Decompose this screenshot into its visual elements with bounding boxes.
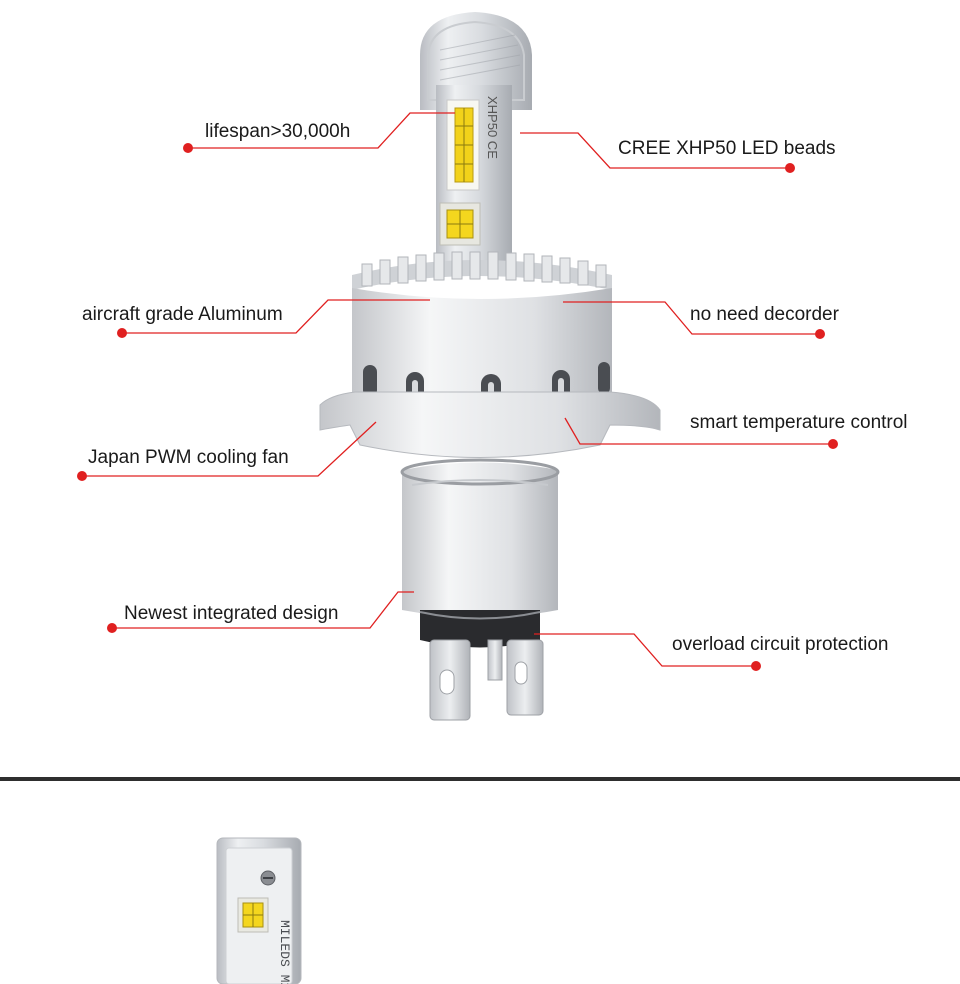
callout-line-decorder: [563, 301, 820, 335]
callout-cree-leds: CREE XHP50 LED beads: [618, 138, 836, 159]
second-product-preview: MILEDS M2: [216, 837, 302, 984]
callout-line-cree: [520, 132, 790, 169]
callout-line-aluminum: [122, 299, 430, 334]
callout-line-integrated: [112, 591, 414, 629]
chip-marking-bottom: MILEDS M2: [277, 920, 292, 984]
callout-line-temperature: [564, 417, 833, 445]
callout-dot-overload: [751, 661, 761, 671]
connector-prongs: [429, 639, 544, 721]
callout-aluminum: aircraft grade Aluminum: [82, 304, 283, 325]
callout-dot-temperature: [828, 439, 838, 449]
callout-line-overload: [534, 633, 756, 667]
callout-no-decorder: no need decorder: [690, 304, 839, 325]
callout-dot-lifespan: [183, 143, 193, 153]
callout-dot-fan: [77, 471, 87, 481]
callout-integrated-design: Newest integrated design: [124, 603, 339, 624]
mounting-flange: [319, 391, 661, 458]
callout-cooling-fan: Japan PWM cooling fan: [88, 447, 289, 468]
bulb-base: [400, 458, 560, 648]
heatsink-ring: [352, 251, 612, 415]
chip-marking-top: XHP50 CE: [485, 96, 500, 159]
callout-lines: [82, 112, 833, 667]
callout-dot-aluminum: [117, 328, 127, 338]
callout-dot-cree: [785, 163, 795, 173]
callout-dot-decorder: [815, 329, 825, 339]
callout-line-lifespan: [188, 112, 455, 149]
callout-line-fan: [82, 421, 377, 477]
callout-lifespan: lifespan>30,000h: [205, 121, 351, 142]
section-divider: [0, 777, 960, 781]
callout-overload-protection: overload circuit protection: [672, 634, 889, 655]
callout-dots: [77, 143, 838, 671]
callout-temperature-control: smart temperature control: [690, 412, 908, 433]
callout-dot-integrated: [107, 623, 117, 633]
led-board: XHP50 CE: [436, 85, 512, 265]
